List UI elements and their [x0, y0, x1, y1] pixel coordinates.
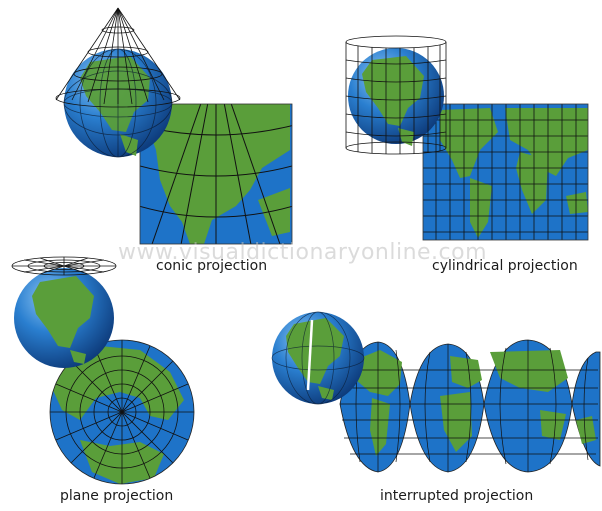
- cylindrical-map: [422, 103, 589, 241]
- cylindrical-projection-illustration: [345, 35, 589, 241]
- cone-wireframe: [55, 7, 181, 108]
- conic-map: [139, 103, 293, 245]
- plane-globe: [14, 268, 114, 368]
- caption-conic: conic projection: [156, 258, 268, 274]
- interrupted-projection-illustration: [271, 311, 601, 473]
- plane-projection-illustration: [11, 256, 195, 485]
- plane-disc-wireframe: [11, 256, 117, 276]
- caption-cylindrical: cylindrical projection: [432, 258, 578, 274]
- caption-interrupted: interrupted projection: [380, 488, 534, 504]
- plane-map: [49, 339, 195, 485]
- interrupted-map: [339, 339, 601, 473]
- cylinder-wireframe: [345, 35, 447, 155]
- interrupted-globe: [271, 311, 365, 405]
- watermark-text: www.visualdictionaryonline.com: [118, 240, 488, 265]
- caption-plane: plane projection: [60, 488, 174, 504]
- conic-projection-illustration: [55, 7, 293, 245]
